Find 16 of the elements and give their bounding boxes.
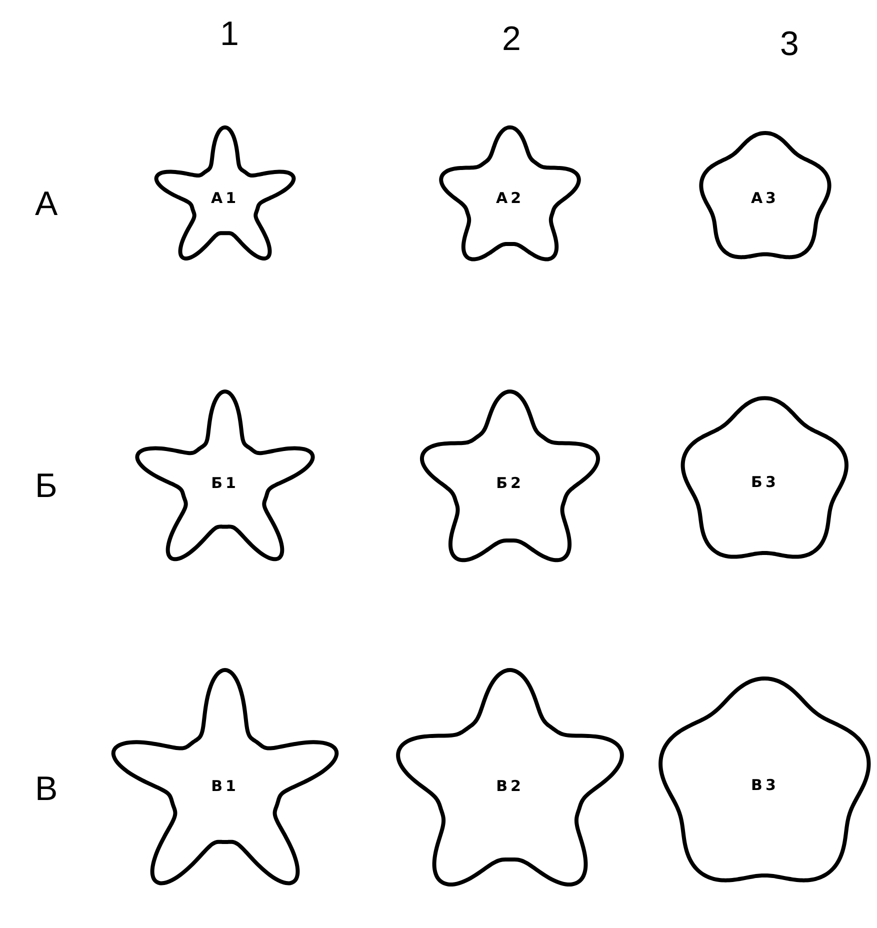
pentagon-shape <box>698 128 832 262</box>
shape-label: Б1 <box>210 474 240 492</box>
shape-label: В3 <box>750 776 780 794</box>
row-letter: В <box>35 770 58 809</box>
shape-label: В1 <box>210 777 240 796</box>
shape-label: А2 <box>494 189 526 208</box>
column-number: 2 <box>502 20 521 59</box>
column-number: 1 <box>220 15 239 54</box>
column-number: 3 <box>780 25 799 64</box>
shape-label: Б3 <box>750 473 780 492</box>
shape-label: Б2 <box>495 474 525 492</box>
shape-label: А1 <box>210 189 240 208</box>
shape-label: В2 <box>495 777 525 796</box>
row-letter: А <box>35 185 58 224</box>
row-letter: Б <box>35 467 58 506</box>
shape-label: А3 <box>750 188 780 207</box>
